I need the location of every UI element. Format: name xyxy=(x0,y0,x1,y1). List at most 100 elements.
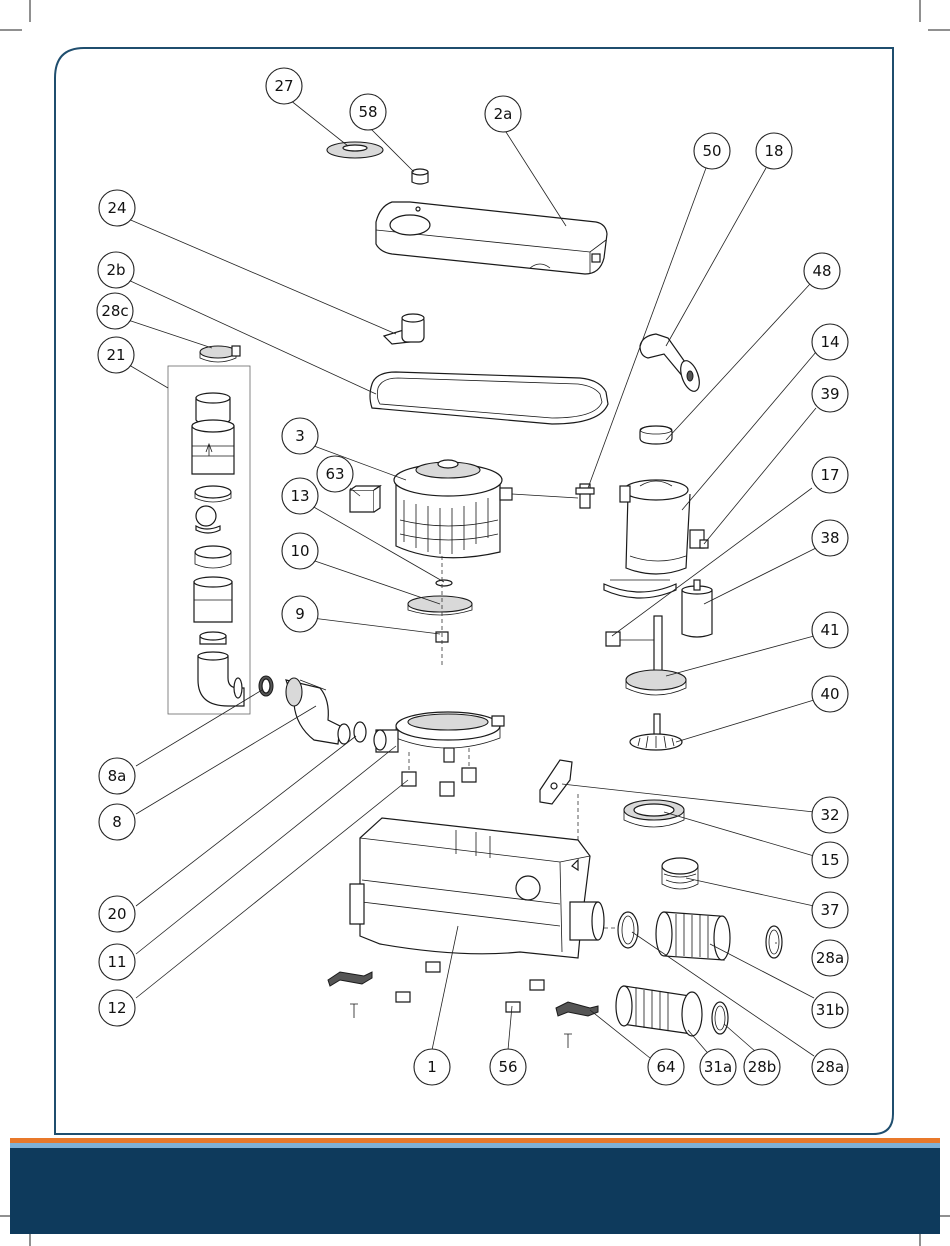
callout-c58: 58 xyxy=(350,94,386,130)
part-2a-lid xyxy=(376,202,607,274)
part-63-capacitor xyxy=(350,486,380,512)
callout-c39: 39 xyxy=(812,376,848,412)
part-28b-clamp xyxy=(712,1002,728,1034)
callout-label: 8 xyxy=(112,813,122,831)
callout-label: 40 xyxy=(820,685,839,703)
callout-label: 64 xyxy=(656,1058,675,1076)
callout-label: 8a xyxy=(108,767,127,785)
part-50-switch xyxy=(576,484,594,508)
callout-c11: 11 xyxy=(99,944,135,980)
part-37-adapter xyxy=(662,858,698,889)
callout-label: 24 xyxy=(107,199,126,217)
callout-c2b: 2b xyxy=(98,252,134,288)
part-64-brackets-screws xyxy=(328,972,598,1048)
part-41-pressure-base xyxy=(606,616,686,695)
callout-label: 56 xyxy=(498,1058,517,1076)
callout-c41: 41 xyxy=(812,612,848,648)
part-15-inlet-ring xyxy=(624,800,684,827)
callout-label: 58 xyxy=(358,103,377,121)
parts xyxy=(168,142,782,1048)
part-58-plug xyxy=(412,169,428,184)
callout-c40: 40 xyxy=(812,676,848,712)
callout-label: 3 xyxy=(295,427,305,445)
callout-label: 1 xyxy=(427,1058,437,1076)
callout-label: 41 xyxy=(820,621,839,639)
callout-label: 63 xyxy=(325,465,344,483)
callout-c17: 17 xyxy=(812,457,848,493)
callout-label: 48 xyxy=(812,262,831,280)
callout-label: 38 xyxy=(820,529,839,547)
part-48-ring xyxy=(640,426,672,444)
callout-c38: 38 xyxy=(812,520,848,556)
callout-c31b: 31b xyxy=(812,992,848,1028)
callout-label: 21 xyxy=(106,346,125,364)
part-11-12-feet xyxy=(402,748,476,796)
callout-label: 20 xyxy=(107,905,126,923)
callout-label: 32 xyxy=(820,806,839,824)
callout-c28c: 28c xyxy=(97,293,133,329)
callout-label: 9 xyxy=(295,605,305,623)
callout-c10: 10 xyxy=(282,533,318,569)
callout-c63: 63 xyxy=(317,456,353,492)
callout-label: 17 xyxy=(820,466,839,484)
callout-label: 10 xyxy=(290,542,309,560)
callout-c1: 1 xyxy=(414,1049,450,1085)
callout-c20: 20 xyxy=(99,896,135,932)
callout-c64: 64 xyxy=(648,1049,684,1085)
callout-c9: 9 xyxy=(282,596,318,632)
callout-c14: 14 xyxy=(812,324,848,360)
callout-c48: 48 xyxy=(804,253,840,289)
callout-c28a_bottom: 28a xyxy=(812,1049,848,1085)
callout-c15: 15 xyxy=(812,842,848,878)
callout-label: 50 xyxy=(702,142,721,160)
callout-c28b: 28b xyxy=(744,1049,780,1085)
part-17-ring-seal xyxy=(604,580,676,598)
callout-c28a_top: 28a xyxy=(812,940,848,976)
part-24-clip xyxy=(384,314,424,344)
part-40-grille xyxy=(630,714,682,750)
part-38-float xyxy=(682,580,712,637)
callout-c12: 12 xyxy=(99,990,135,1026)
part-28a-clamp-upper xyxy=(618,912,638,948)
callout-c2a: 2a xyxy=(485,96,521,132)
part-28c-clamp xyxy=(200,346,240,362)
callout-label: 12 xyxy=(107,999,126,1017)
callout-c13: 13 xyxy=(282,478,318,514)
callout-c50: 50 xyxy=(694,133,730,169)
part-8a-clamp xyxy=(259,676,273,696)
part-27-ring xyxy=(327,142,383,158)
callout-c8a: 8a xyxy=(99,758,135,794)
callout-c18: 18 xyxy=(756,133,792,169)
callout-c27: 27 xyxy=(266,68,302,104)
part-28a-clamp-right xyxy=(766,926,782,958)
callout-label: 37 xyxy=(820,901,839,919)
part-31a-sleeve xyxy=(616,986,702,1036)
part-1-tank xyxy=(350,818,604,958)
part-13-washer xyxy=(436,580,452,586)
callout-label: 13 xyxy=(290,487,309,505)
part-10-impeller xyxy=(408,596,472,615)
part-20-base-flange xyxy=(374,712,504,762)
callout-label: 18 xyxy=(764,142,783,160)
part-8-elbow xyxy=(286,678,350,744)
part-56-pads xyxy=(396,962,544,1012)
callout-c32: 32 xyxy=(812,797,848,833)
callout-c56: 56 xyxy=(490,1049,526,1085)
callout-c31a: 31a xyxy=(700,1049,736,1085)
callout-label: 39 xyxy=(820,385,839,403)
part-fitting-ring xyxy=(354,722,366,742)
callout-label: 28b xyxy=(748,1058,777,1076)
part-32-bracket xyxy=(540,760,572,804)
part-14-pressure-switch xyxy=(620,480,704,574)
callout-c8: 8 xyxy=(99,804,135,840)
part-18-support-arm xyxy=(640,334,703,394)
callout-label: 28a xyxy=(816,949,844,967)
callout-c37: 37 xyxy=(812,892,848,928)
callout-label: 2b xyxy=(106,261,125,279)
footer-band xyxy=(10,1138,940,1234)
callout-label: 11 xyxy=(107,953,126,971)
callout-label: 28c xyxy=(101,302,128,320)
callout-label: 15 xyxy=(820,851,839,869)
callout-c21: 21 xyxy=(98,337,134,373)
